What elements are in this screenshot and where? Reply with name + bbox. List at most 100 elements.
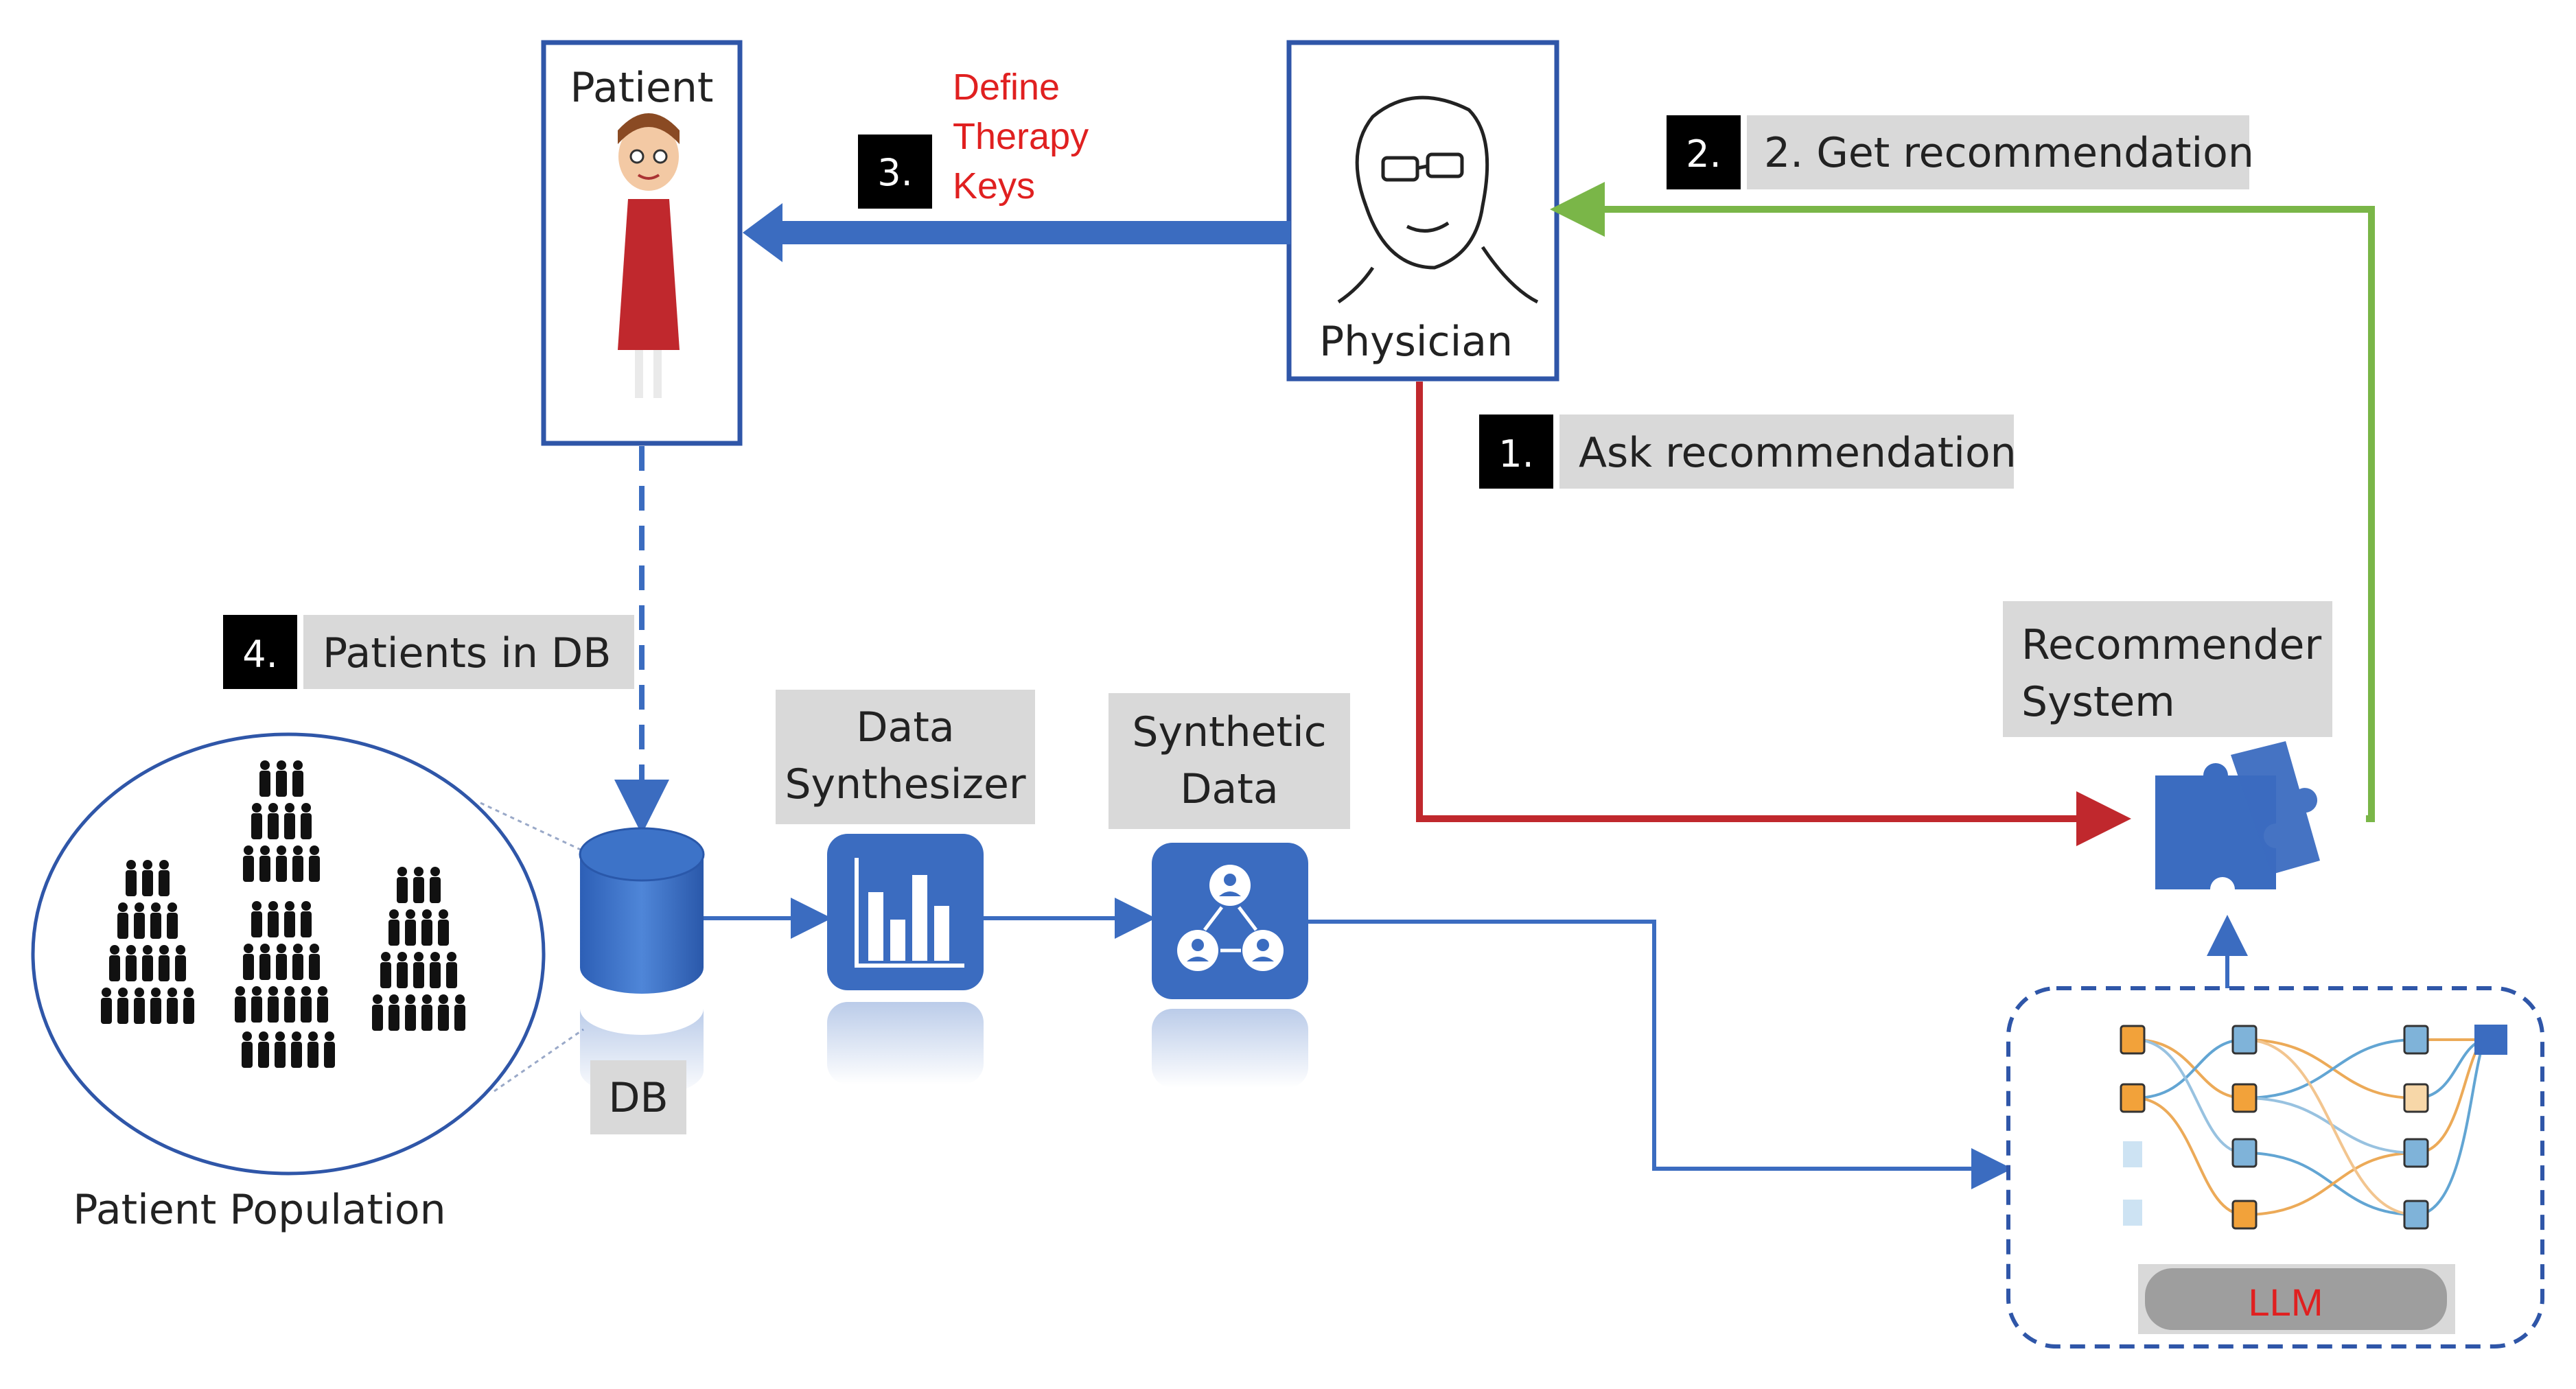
step2-number: 2. <box>1686 132 1721 176</box>
network-people-icon <box>1152 843 1308 1088</box>
patient-label: Patient <box>570 64 714 112</box>
recommender-label-line2: System <box>2021 678 2175 726</box>
person-icon <box>268 986 279 1023</box>
person-icon <box>397 867 408 903</box>
person-icon <box>421 909 432 946</box>
person-icon <box>134 988 145 1024</box>
synthetic-label-line2: Data <box>1180 765 1278 813</box>
person-icon <box>308 1031 318 1068</box>
person-icon <box>380 952 391 988</box>
llm-label: LLM <box>2249 1281 2323 1324</box>
person-icon <box>134 902 145 939</box>
physician-box <box>1286 40 1559 382</box>
person-icon <box>126 945 137 981</box>
step1-text: Ask recommendation <box>1579 429 2017 477</box>
person-icon <box>159 945 170 981</box>
person-icon <box>388 994 399 1031</box>
people-crowd-icon <box>101 760 465 1068</box>
person-icon <box>259 760 270 797</box>
db-label: DB <box>608 1074 668 1122</box>
person-icon <box>301 901 312 937</box>
person-icon <box>268 901 279 937</box>
person-icon <box>243 845 254 882</box>
person-icon <box>292 944 303 980</box>
population-ellipse <box>31 732 546 1176</box>
person-icon <box>175 945 186 981</box>
synthetic-label-bg <box>1109 693 1350 829</box>
person-icon <box>372 994 383 1031</box>
person-icon <box>126 860 137 896</box>
person-icon <box>454 994 465 1031</box>
puzzle-icon <box>2155 741 2320 889</box>
step1-label: 1. Ask recommendation <box>1479 415 2017 489</box>
person-icon <box>251 803 262 839</box>
recommender-node: Recommender System <box>2003 601 2332 889</box>
step3-text-line2: Therapy <box>953 116 1089 157</box>
db-node: DB <box>579 827 705 1134</box>
person-icon <box>405 909 416 946</box>
person-icon <box>430 952 441 988</box>
person-icon <box>309 845 320 882</box>
recommender-label-bg <box>2003 601 2332 737</box>
person-icon <box>438 909 449 946</box>
step3-text-line1: Define <box>953 67 1060 108</box>
patient-population-node: Patient Population <box>31 732 584 1234</box>
synthesizer-label-line2: Synthesizer <box>785 760 1025 808</box>
person-icon <box>109 945 120 981</box>
step4-number: 4. <box>242 633 278 676</box>
step4-number-badge <box>223 615 297 689</box>
step1-number: 1. <box>1498 432 1534 476</box>
physician-sketch-icon <box>1337 95 1539 304</box>
person-icon <box>275 1031 286 1068</box>
person-icon <box>268 803 279 839</box>
step1-text-bg <box>1559 415 2014 489</box>
patient-node: Patient <box>541 40 743 446</box>
person-icon <box>301 986 312 1023</box>
person-icon <box>183 988 194 1024</box>
step2-label: 2. 2. Get recommendation <box>1667 115 2254 189</box>
person-icon <box>259 944 270 980</box>
person-icon <box>276 845 287 882</box>
database-icon <box>579 827 705 1097</box>
person-icon <box>284 803 295 839</box>
person-icon <box>397 952 408 988</box>
person-icon <box>446 952 457 988</box>
bar-chart-icon <box>827 834 984 1084</box>
step1-arrow <box>1416 382 2131 846</box>
synthesizer-node: Data Synthesizer <box>776 690 1035 1084</box>
llm-label-inner <box>2145 1268 2447 1330</box>
person-icon <box>421 994 432 1031</box>
person-icon <box>284 901 295 937</box>
person-icon <box>167 988 178 1024</box>
step3-label: 3. Define Therapy Keys <box>858 67 1089 209</box>
person-icon <box>251 901 262 937</box>
person-icon <box>388 909 399 946</box>
step4-text-bg <box>303 615 634 689</box>
person-icon <box>117 988 128 1024</box>
synthesizer-label-line1: Data <box>856 703 954 751</box>
step3-text-line3: Keys <box>953 165 1035 207</box>
step2-arrow <box>1550 182 2375 822</box>
person-icon <box>117 902 128 939</box>
person-icon <box>405 994 416 1031</box>
step3-number: 3. <box>877 151 913 194</box>
person-icon <box>301 803 312 839</box>
person-icon <box>438 994 449 1031</box>
synthesizer-label-bg <box>776 690 1035 824</box>
person-icon <box>258 1031 269 1068</box>
person-icon <box>251 986 262 1023</box>
step1-number-badge <box>1479 415 1553 489</box>
person-icon <box>242 1031 253 1068</box>
synthetic-to-llm-arrow <box>1308 920 2012 1189</box>
llm-dashed-frame <box>2006 986 2544 1349</box>
person-icon <box>284 986 295 1023</box>
llm-node: LLM <box>2006 986 2544 1349</box>
step4-text: Patients in DB <box>323 629 611 677</box>
step3-arrow <box>743 203 1290 262</box>
person-icon <box>142 945 153 981</box>
person-icon <box>291 1031 302 1068</box>
person-icon <box>276 760 287 797</box>
step2-text: 2. Get recommendation <box>1764 129 2254 177</box>
step4-label: 4. Patients in DB <box>223 615 634 689</box>
